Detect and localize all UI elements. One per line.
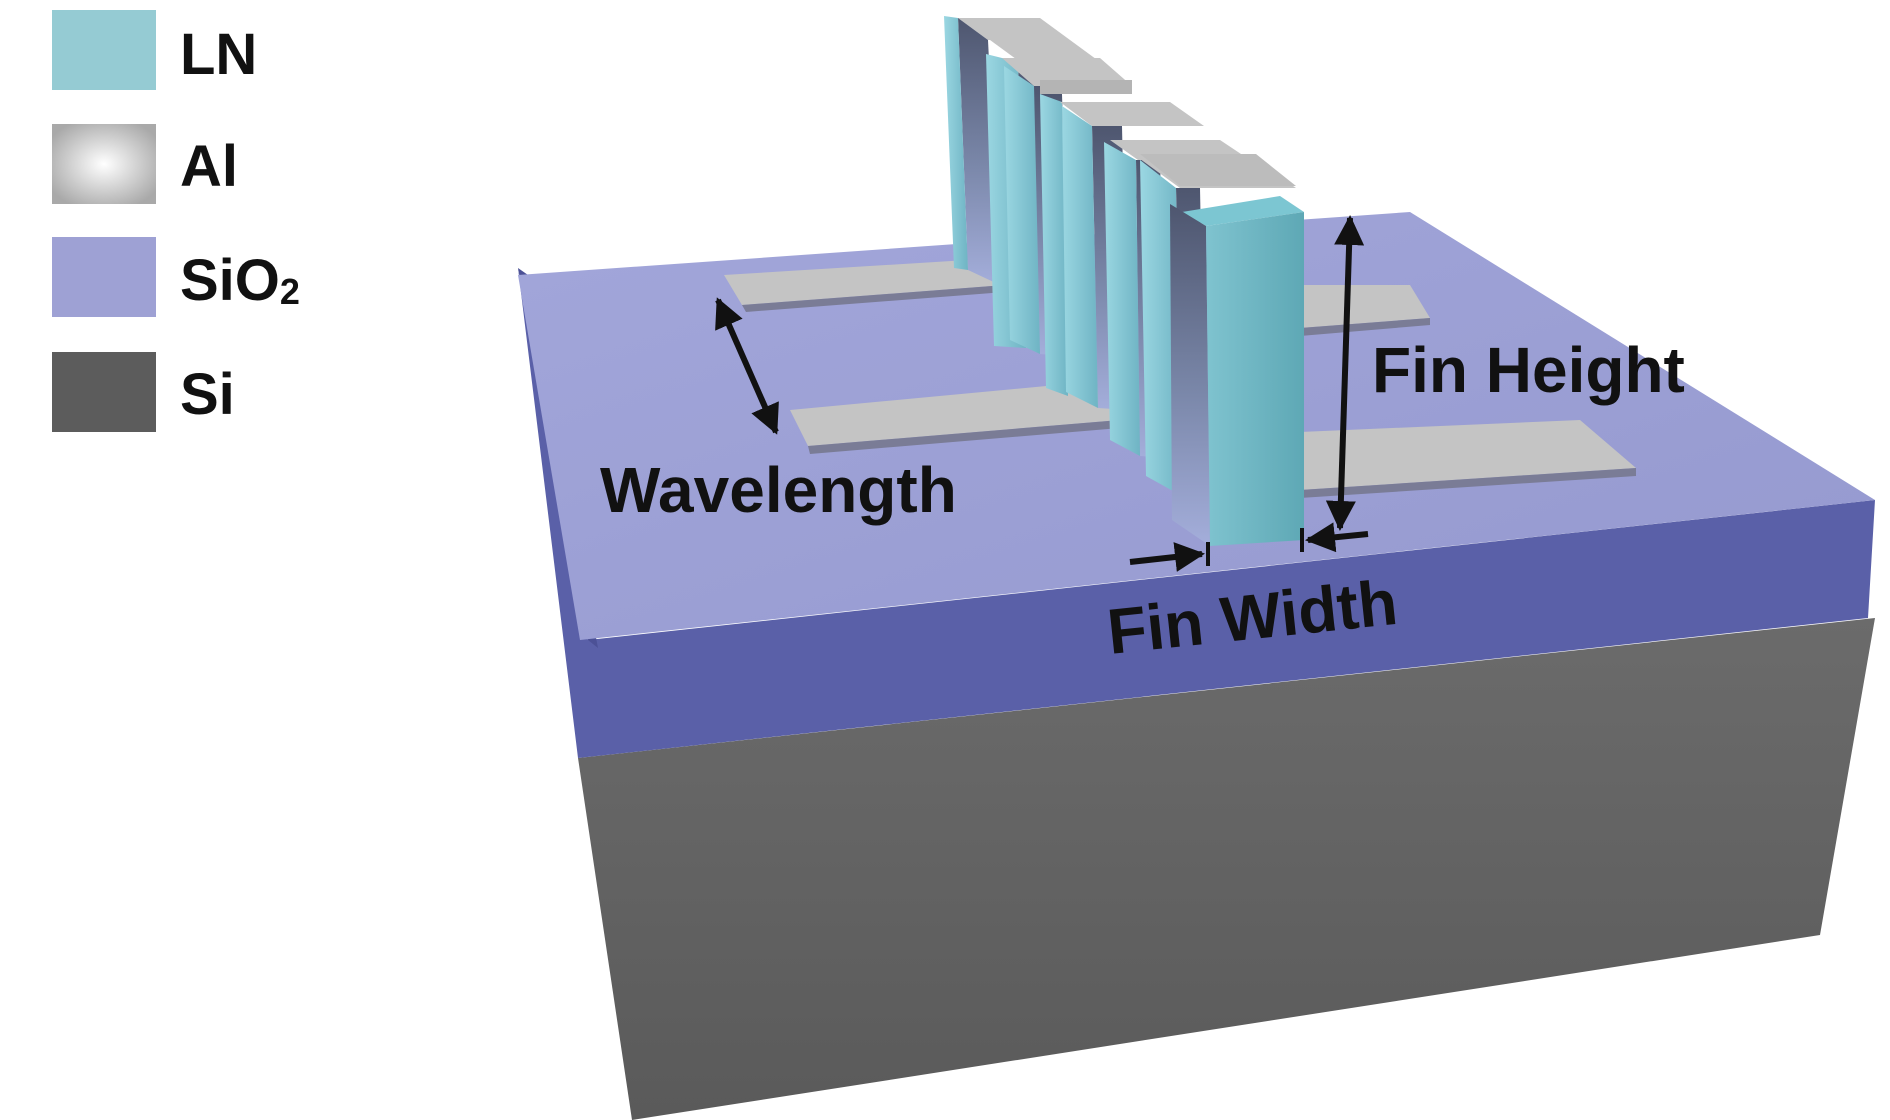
fin-5-ln-face — [1062, 106, 1098, 408]
fin-width-arrows — [1129, 522, 1369, 572]
fin-array — [944, 16, 1304, 546]
fin-8-side — [1170, 204, 1210, 546]
fin-width-arrow-right — [1305, 522, 1369, 553]
fin-8-ln-face — [1206, 212, 1304, 546]
fin-height-label: Fin Height — [1372, 334, 1685, 406]
legend-label-sio2-sub: 2 — [280, 271, 300, 312]
al-electrode-4-top — [1300, 420, 1636, 490]
fin-height-arrow — [1325, 215, 1365, 531]
legend-swatch-al — [52, 124, 156, 204]
al-electrode-1-edge — [742, 285, 1005, 312]
legend-label-al: Al — [180, 134, 238, 199]
wavelength-label: Wavelength — [600, 454, 957, 526]
wavelength-arrow — [715, 297, 779, 435]
fin-6-ln-face — [1104, 142, 1140, 456]
dimension-annotations: Wavelength Fin Height Fin Width — [600, 215, 1685, 668]
fin-1-ln-face — [944, 16, 968, 270]
fin-3-ln-face — [1004, 66, 1040, 354]
fin-8-al-top — [1140, 154, 1296, 186]
legend: LN Al SiO2 Si — [52, 10, 300, 432]
fin-4-al-top — [1040, 80, 1132, 94]
legend-swatch-ln — [52, 10, 156, 90]
legend-label-sio2-main: SiO — [180, 248, 280, 313]
fin-4-ln-face — [1040, 94, 1068, 396]
legend-item-si: Si — [52, 352, 235, 432]
fin-8 — [1140, 154, 1304, 546]
fin-1-al-top — [958, 18, 1070, 40]
legend-item-al: Al — [52, 124, 238, 204]
al-electrode-2-edge — [808, 420, 1120, 454]
legend-item-sio2: SiO2 — [52, 237, 300, 317]
legend-swatch-si — [52, 352, 156, 432]
fin-2-al-top — [990, 40, 1100, 62]
al-electrode-2-top — [790, 380, 1120, 446]
legend-swatch-sio2 — [52, 237, 156, 317]
legend-label-si: Si — [180, 362, 235, 427]
legend-label-sio2: SiO2 — [180, 248, 300, 313]
fin-width-arrow-left — [1129, 542, 1205, 572]
fin-8-top — [1182, 196, 1304, 226]
si-layer-front — [578, 618, 1875, 1120]
al-electrode-4-edge — [1300, 468, 1636, 498]
fin-3-al-top — [1002, 58, 1132, 86]
fin-5-al-top — [1060, 102, 1204, 126]
legend-item-ln: LN — [52, 10, 257, 90]
sio2-layer-front — [518, 268, 1875, 758]
al-electrode-1-top — [724, 258, 1005, 305]
legend-label-ln: LN — [180, 22, 257, 87]
